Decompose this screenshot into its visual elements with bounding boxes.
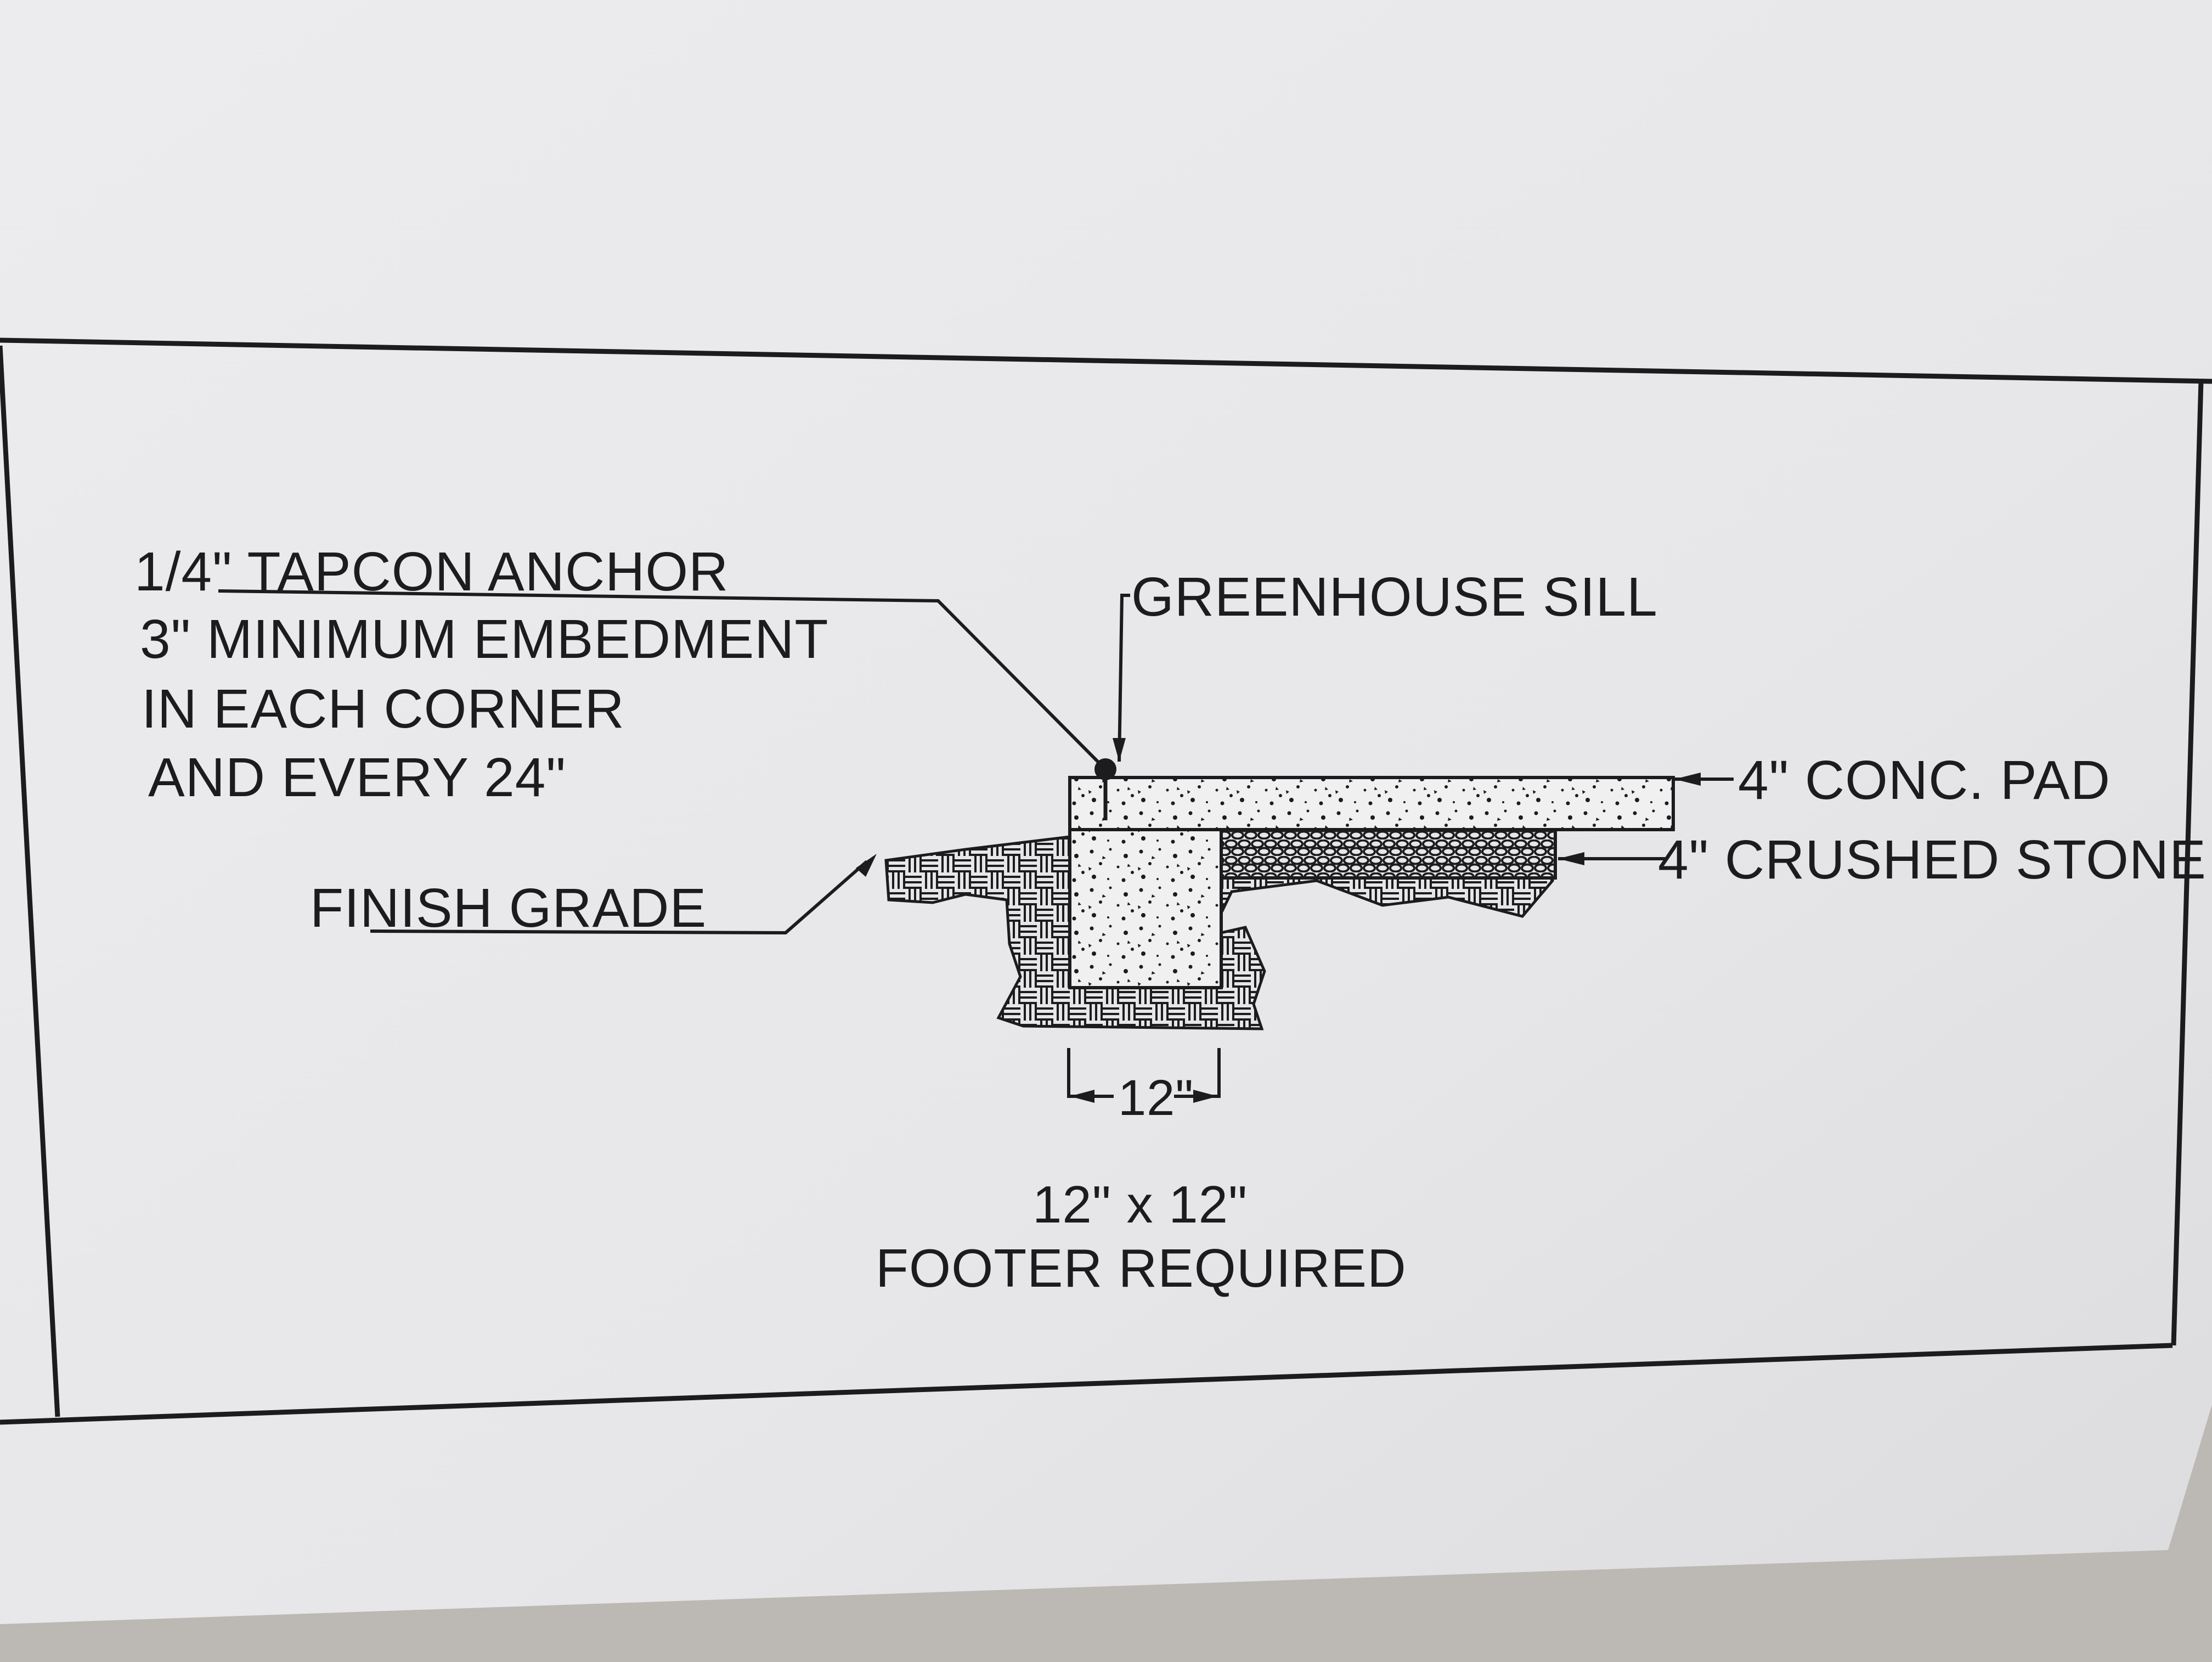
leader-anchor bbox=[218, 589, 1103, 767]
concrete-footer bbox=[1068, 828, 1223, 989]
greenhouse-sill-label: GREENHOUSE SILL bbox=[1131, 566, 1658, 628]
arrow-conc-pad bbox=[1674, 773, 1701, 786]
arrow-sill bbox=[1113, 738, 1126, 762]
footer-width-dimension: 12" bbox=[1118, 1070, 1194, 1126]
anchor-note-line2: 3" MINIMUM EMBEDMENT bbox=[140, 609, 829, 670]
arrow-dim-right bbox=[1193, 1090, 1218, 1103]
dimension-line bbox=[1067, 1048, 1114, 1098]
concrete-pad bbox=[1068, 776, 1675, 831]
leader-finish-grade bbox=[370, 860, 868, 935]
arrow-dim-left bbox=[1070, 1090, 1094, 1103]
crushed-stone-label: 4" CRUSHED STONE bbox=[1658, 829, 2207, 891]
anchor-note-line1: 1/4" TAPCON ANCHOR bbox=[134, 541, 729, 602]
arrow-crushed-stone bbox=[1558, 852, 1584, 865]
finish-grade-label: FINISH GRADE bbox=[310, 877, 707, 939]
crushed-stone-layer bbox=[1220, 828, 1557, 880]
leader-sill bbox=[1118, 594, 1130, 762]
footer-size-note: 12" x 12" bbox=[1032, 1175, 1248, 1234]
leader-arrows bbox=[856, 738, 1701, 1103]
footer-required-note: FOOTER REQUIRED bbox=[876, 1238, 1407, 1298]
anchor-note-line4: AND EVERY 24" bbox=[148, 747, 566, 808]
arrow-finish-grade bbox=[856, 854, 877, 877]
anchor-note-line3: IN EACH CORNER bbox=[142, 678, 625, 740]
drawing-frame bbox=[0, 337, 2212, 1425]
conc-pad-label: 4" CONC. PAD bbox=[1738, 750, 2111, 811]
